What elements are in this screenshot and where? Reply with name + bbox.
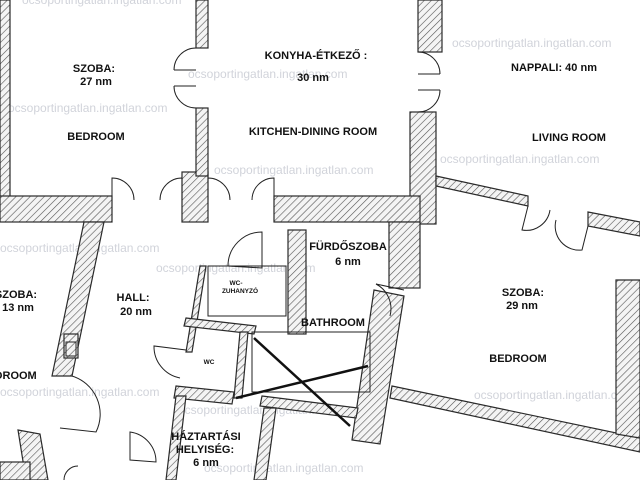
room-area: 30 nm [297,72,329,84]
room-area: 13 nm [2,302,34,314]
wall [185,265,207,353]
room-name: HELYISÉG: [176,443,234,456]
door-swing [59,375,101,433]
door-swing [521,205,589,251]
room-english: BATHROOM [301,317,365,329]
door-swing [227,231,263,269]
door-swing [375,283,405,317]
room-name: SZOBA: [73,63,115,75]
wall [181,171,209,223]
watermark: ocsoportingatlan.ingatlan.com [188,67,347,81]
fixture [207,265,287,317]
door-swing [129,431,157,463]
watermark: ocsoportingatlan.ingatlan.com [8,101,167,115]
watermark: ocsoportingatlan.ingatlan.com [452,36,611,50]
room-english: BEDROOM [0,370,37,382]
door-swing [111,177,183,201]
room-english: BEDROOM [489,353,546,365]
wall [587,211,640,237]
fixture [65,341,77,357]
watermark: ocsoportingatlan.ingatlan.com [204,461,363,475]
watermark: ocsoportingatlan.ingatlan.com [474,388,633,402]
room-english: LIVING ROOM [532,132,606,144]
wall [388,221,421,289]
watermark: ocsoportingatlan.ingatlan.com [156,261,315,275]
wall [0,461,31,480]
room-name: NAPPALI: 40 nm [511,62,597,74]
wall [253,407,277,480]
door-swing [63,465,79,480]
wall [233,331,249,399]
wall [183,317,257,335]
room-name: KONYHA-ÉTKEZŐ : [265,49,368,62]
wall [165,395,187,480]
watermark: ocsoportingatlan.ingatlan.com [0,385,159,399]
room-name: SZOBA: [0,289,37,301]
wall [173,385,235,405]
room-area: 29 nm [506,300,538,312]
room-area: 27 nm [80,76,112,88]
wall [273,195,421,223]
fixture [251,331,371,393]
shaft-cross [235,364,369,400]
room-area: 20 nm [120,306,152,318]
room-name: FÜRDŐSZOBA [309,240,387,253]
room-name: WC- [230,280,243,287]
room-name: HALL: [117,292,150,304]
room-english: BEDROOM [67,131,124,143]
watermark: ocsoportingatlan.ingatlan.com [214,163,373,177]
door-swing [153,345,187,379]
room-labels: SZOBA: 27 nm BEDROOM KONYHA-ÉTKEZŐ : 30 … [0,49,606,469]
watermark-layer: ocsoportingatlan.ingatlan.com ocsoportin… [0,0,633,475]
room-name: SZOBA: [502,287,544,299]
wall [435,175,529,207]
watermark: ocsoportingatlan.ingatlan.com [440,152,599,166]
wall [0,195,113,223]
wall [417,0,443,53]
wall [195,107,209,177]
wall [0,0,11,203]
wall [63,333,79,359]
wall [615,279,640,439]
door-swing [173,47,197,109]
room-english: KITCHEN-DINING ROOM [249,126,377,138]
watermark: ocsoportingatlan.ingatlan.com [22,0,181,7]
wall [351,289,405,445]
room-area: 6 nm [335,256,361,268]
wall [287,229,307,335]
fixtures [65,265,371,427]
room-name: ZUHANYZÓ [222,286,258,295]
wall [195,0,209,49]
door-swing [417,51,441,113]
room-name: HÁZTARTÁSI [171,430,240,443]
room-area: 6 nm [193,457,219,469]
wall [389,385,640,453]
door-swing [207,177,275,201]
doors [59,47,589,480]
room-name: WC [204,359,215,366]
